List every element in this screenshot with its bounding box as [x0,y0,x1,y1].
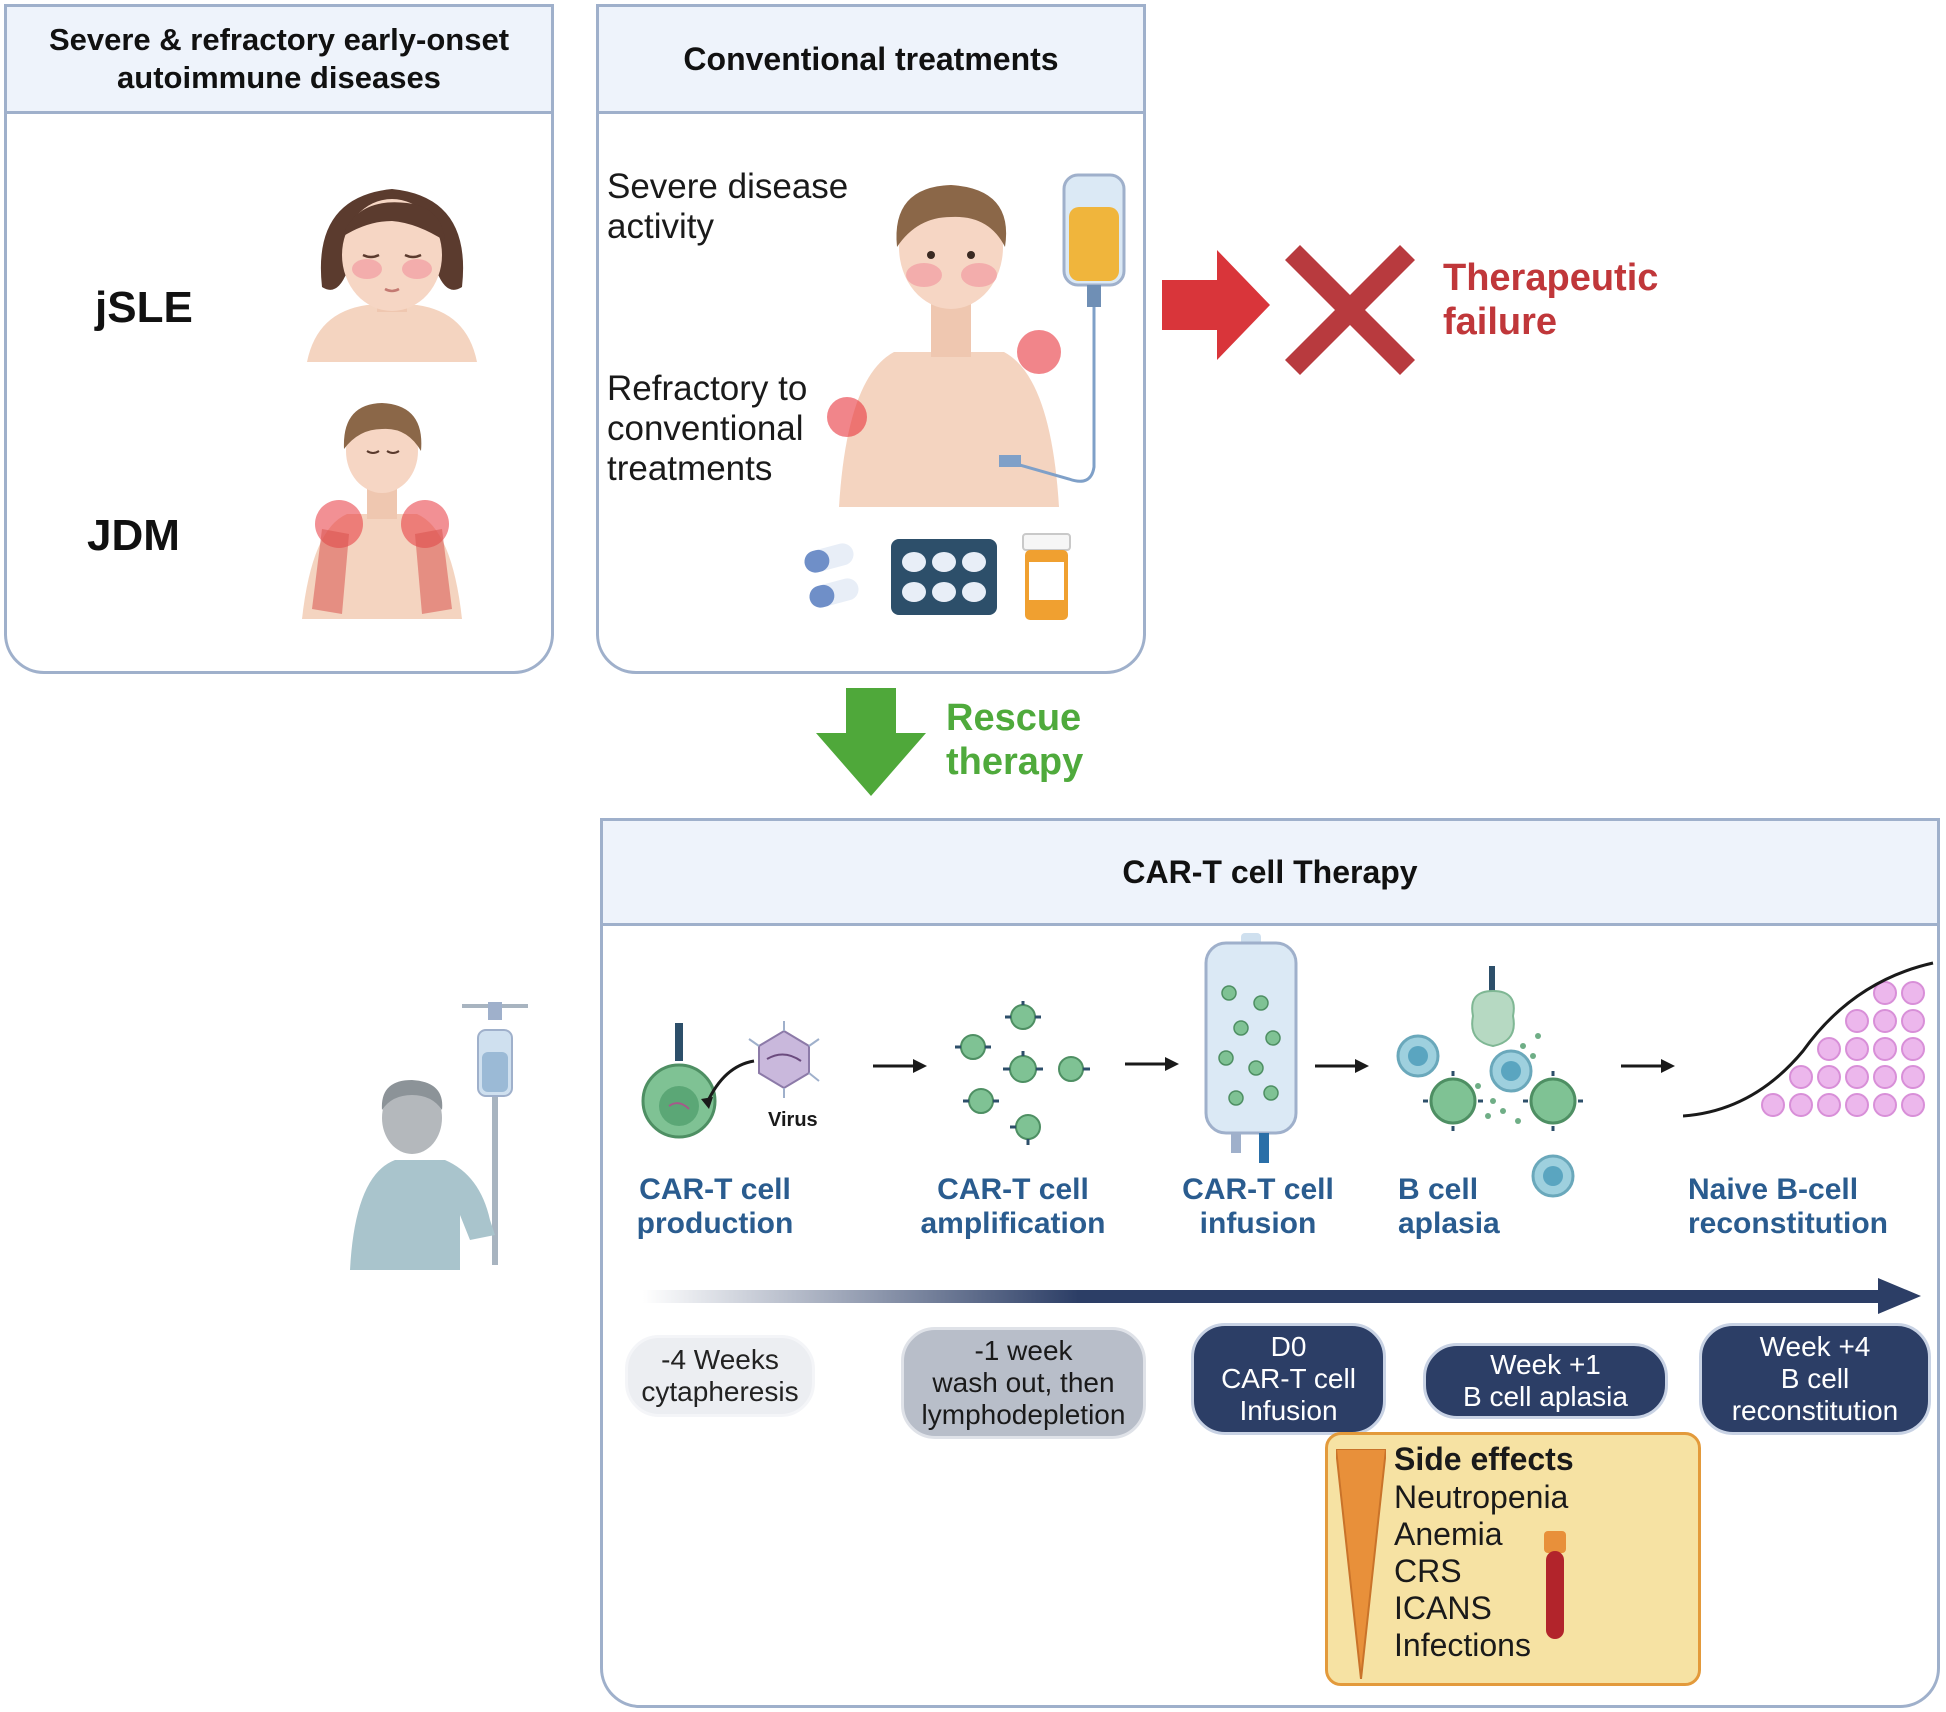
timeline-arrow [643,1278,1921,1314]
conventional-panel-title: Conventional treatments [599,7,1143,114]
stage-arrow-2 [1125,1057,1179,1071]
stage-arrow-3 [1315,1059,1369,1073]
timeline-week4-reconstitution: Week +4 B cell reconstitution [1699,1323,1931,1435]
child-iv-illustration [827,173,1126,507]
cart-panel-title: CAR-T cell Therapy [603,821,1937,926]
cart-production-illustration [641,1021,820,1139]
side-effect-item-2: Anemia [1394,1516,1503,1552]
conventional-panel: Conventional treatments Severe disease a… [596,4,1146,674]
diseases-panel-title: Severe & refractory early-onset autoimmu… [7,7,551,114]
stage-arrow-4 [1621,1059,1675,1073]
stage-label-amplification: CAR-T cell amplification [920,1173,1106,1240]
stage-label-aplasia: B cell aplasia [1398,1173,1500,1240]
severe-activity-text: Severe disease activity [607,167,849,246]
refractory-text: Refractory to conventional treatments [607,369,808,488]
naive-b-cell-reconstitution-illustration [1683,961,1934,1118]
boy-jdm-illustration [302,403,462,619]
jdm-label: JDM [87,511,180,560]
blood-tube-icon [1544,1531,1566,1639]
side-effects-title: Side effects [1394,1441,1574,1477]
stage-label-reconstitution: Naive B-cell reconstitution [1688,1173,1888,1240]
rescue-therapy-text: Rescue therapy [946,697,1084,783]
right-arrow-icon [1162,250,1270,360]
virus-label: Virus [768,1109,818,1131]
jsle-label: jSLE [95,283,193,332]
cart-infusion-bag-illustration [1204,933,1298,1163]
cart-panel: CAR-T cell Therapy Virus [600,818,1940,1708]
stage-arrow-1 [873,1059,927,1073]
cross-x-icon [1285,245,1415,375]
timeline-cytapheresis: -4 Weeks cytapheresis [625,1335,815,1417]
timeline-lymphodepletion: -1 week wash out, then lymphodepletion [901,1327,1146,1439]
diseases-panel: Severe & refractory early-onset autoimmu… [4,4,554,674]
stage-label-production: CAR-T cell production [636,1173,794,1240]
side-effect-item-1: Neutropenia [1394,1479,1569,1515]
side-effect-item-3: CRS [1394,1553,1462,1589]
blister-pack-icon [891,539,997,615]
side-effect-item-5: Infections [1394,1627,1531,1663]
capsule-pills-icon [804,543,859,608]
side-effect-item-4: ICANS [1394,1590,1492,1626]
timeline-d0-infusion: D0 CAR-T cell Infusion [1191,1323,1386,1435]
down-arrow-icon [816,688,926,796]
side-effects-box: Side effects Neutropenia Anemia CRS ICAN… [1325,1432,1701,1686]
stage-label-infusion: CAR-T cell infusion [1182,1173,1334,1240]
severity-wedge-icon [1336,1449,1386,1679]
b-cell-aplasia-illustration [1396,966,1583,1198]
pill-bottle-icon [1022,533,1071,620]
timeline-week1-aplasia: Week +1 B cell aplasia [1423,1343,1668,1419]
girl-patient-illustration [307,189,477,362]
cart-amplification-illustration [955,1001,1090,1145]
patient-iv-pole-illustration [350,1002,528,1270]
therapeutic-failure-text: Therapeutic failure [1443,257,1659,343]
